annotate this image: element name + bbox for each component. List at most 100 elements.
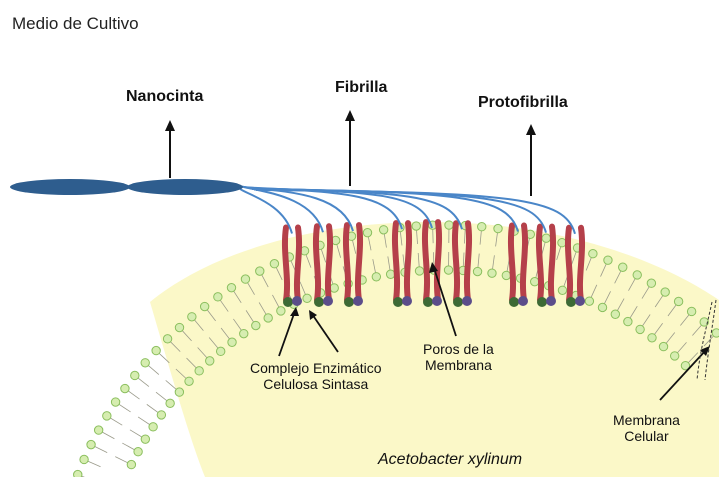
membrane-protein: [425, 222, 427, 300]
membrane-protein: [328, 226, 330, 300]
lipid-head: [636, 325, 644, 333]
lipid-head: [270, 260, 278, 268]
lipid-head: [589, 250, 597, 258]
lipid-head: [531, 277, 539, 285]
lipid-head: [240, 329, 248, 337]
complejo-line1: Complejo Enzimático: [250, 360, 382, 376]
lipid-head: [363, 228, 371, 236]
membrane-protein: [285, 228, 287, 300]
membrane-protein: [395, 223, 397, 300]
lipid-head: [444, 266, 452, 274]
synthase-complex: [537, 297, 547, 307]
lipid-head: [372, 273, 380, 281]
lipid-head: [611, 310, 619, 318]
membrane-protein: [346, 225, 348, 300]
complejo-line2: Celulosa Sintasa: [250, 376, 382, 392]
lipid-head: [558, 239, 566, 247]
lipid-head: [195, 367, 203, 375]
membrana-label: Membrana Celular: [613, 412, 680, 444]
lipid-head: [200, 302, 208, 310]
lipid-head: [175, 388, 183, 396]
arrow-up-icon: [345, 110, 355, 186]
lipid-head: [103, 412, 111, 420]
synthase-complex: [344, 297, 354, 307]
nanoribbon-right: [127, 179, 243, 195]
lipid-head: [134, 448, 142, 456]
membrane-protein: [297, 228, 299, 300]
synthase-complex: [393, 297, 403, 307]
synthase-complex: [353, 296, 363, 306]
lipid-head: [264, 314, 272, 322]
lipid-head: [206, 357, 214, 365]
synthase-complex: [283, 297, 293, 307]
membrane-protein: [407, 223, 409, 300]
lipid-head: [166, 399, 174, 407]
lipid-head: [188, 313, 196, 321]
lipid-head: [633, 271, 641, 279]
lipid-head: [330, 284, 338, 292]
fibrilla-label: Fibrilla: [335, 79, 387, 97]
synthase-complex: [566, 297, 576, 307]
lipid-head: [228, 338, 236, 346]
lipid-head: [303, 294, 311, 302]
lipid-head: [661, 288, 669, 296]
nanoribbon-left: [10, 179, 130, 195]
lipid-head: [687, 307, 695, 315]
lipid-head: [256, 267, 264, 275]
membrane-protein: [511, 226, 513, 300]
synthase-complex: [402, 296, 412, 306]
lipid-head: [141, 435, 149, 443]
bacterium-name-label: Acetobacter xylinum: [378, 451, 522, 469]
membrane-protein: [539, 227, 541, 300]
lipid-head: [163, 335, 171, 343]
membrana-line2: Celular: [613, 428, 680, 444]
lipid-head: [624, 317, 632, 325]
synthase-complex: [509, 297, 519, 307]
lipid-head: [412, 222, 420, 230]
lipid-head: [214, 293, 222, 301]
lipid-head: [152, 346, 160, 354]
lipid-head: [585, 297, 593, 305]
lipid-head: [80, 455, 88, 463]
lipid-head: [277, 307, 285, 315]
lipid-head: [379, 226, 387, 234]
protofibrilla-label: Protofibrilla: [478, 94, 568, 112]
membrane-protein: [551, 227, 553, 300]
synthase-complex: [423, 297, 433, 307]
synthase-complex: [314, 297, 324, 307]
synthase-complex: [432, 296, 442, 306]
membrane-protein: [437, 222, 439, 300]
lipid-head: [216, 347, 224, 355]
lipid-head: [386, 270, 394, 278]
synthase-complex: [323, 296, 333, 306]
membrana-line1: Membrana: [613, 412, 680, 428]
lipid-head: [74, 470, 82, 477]
synthase-complex: [546, 296, 556, 306]
lipid-head: [445, 221, 453, 229]
lipid-head: [674, 297, 682, 305]
lipid-head: [598, 303, 606, 311]
membrane-protein: [358, 225, 360, 300]
complejo-label: Complejo Enzimático Celulosa Sintasa: [250, 360, 382, 392]
synthase-complex: [518, 296, 528, 306]
lipid-head: [185, 377, 193, 385]
lipid-head: [87, 440, 95, 448]
poros-line2: Membrana: [423, 357, 494, 373]
lipid-head: [227, 283, 235, 291]
membrane-protein: [467, 223, 469, 300]
lipid-head: [659, 342, 667, 350]
membrane-protein: [580, 228, 582, 300]
lipid-head: [175, 323, 183, 331]
lipid-head: [488, 269, 496, 277]
lipid-head: [141, 359, 149, 367]
lipid-head: [94, 426, 102, 434]
membrane-protein: [523, 226, 525, 300]
synthase-complex: [453, 297, 463, 307]
lipid-head: [712, 329, 719, 337]
synthase-complex: [462, 296, 472, 306]
nanocinta-label: Nanocinta: [126, 88, 203, 106]
synthase-complex: [292, 296, 302, 306]
lipid-head: [241, 275, 249, 283]
culture-medium-label: Medio de Cultivo: [12, 14, 139, 34]
lipid-head: [111, 398, 119, 406]
